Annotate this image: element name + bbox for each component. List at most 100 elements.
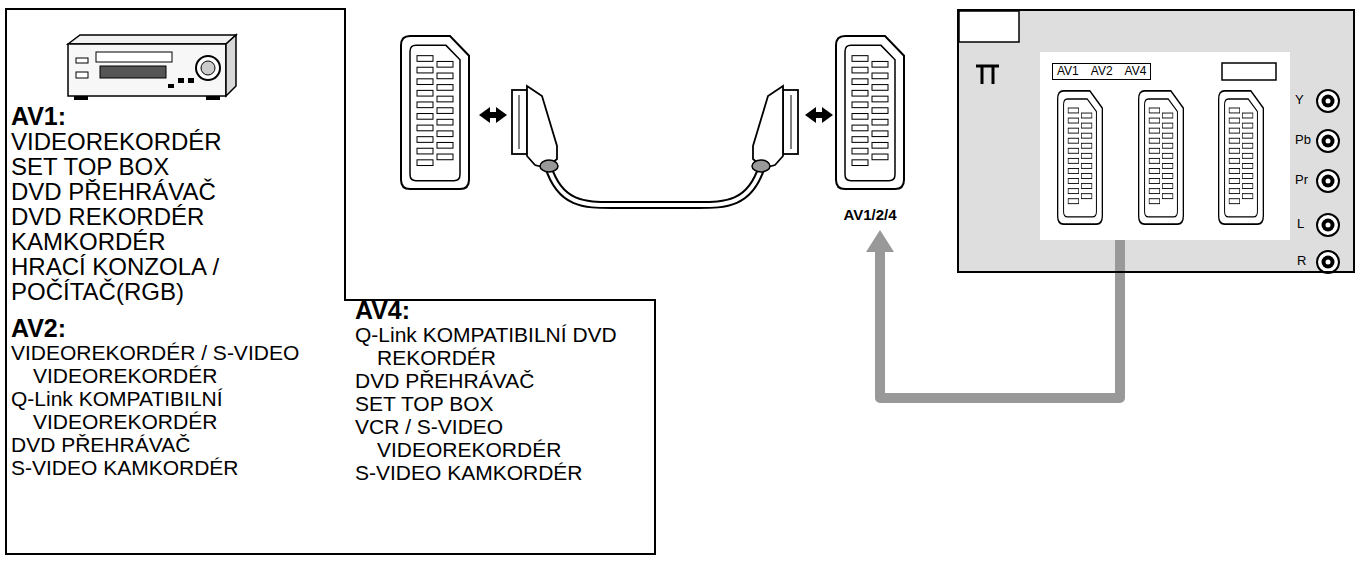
device-name: SET TOP BOX xyxy=(355,392,647,415)
scart-plug xyxy=(512,86,558,172)
device-group: AV4:Q-Link KOMPATIBILNÍ DVD REKORDÉRDVD … xyxy=(355,298,647,484)
scart-socket xyxy=(1219,91,1264,224)
rca-jack xyxy=(1317,130,1339,152)
scart-plug xyxy=(791,95,792,149)
signal-arrow xyxy=(880,240,1120,398)
dvd-recorder xyxy=(96,52,172,62)
tv-panel xyxy=(976,66,999,84)
dvd-recorder xyxy=(206,96,220,100)
input-heading: AV2: xyxy=(11,316,336,341)
input-heading: AV4: xyxy=(355,298,647,323)
input-label: AV2 xyxy=(1091,64,1113,79)
rca-jack xyxy=(1326,179,1331,184)
input-heading: AV1: xyxy=(11,104,336,129)
dvd-recorder xyxy=(76,58,88,63)
rca-jack xyxy=(1317,90,1339,112)
rca-jack xyxy=(1326,99,1331,104)
dvd-recorder xyxy=(76,72,88,78)
rca-jack xyxy=(1322,135,1335,148)
jack-label: L xyxy=(1297,216,1304,231)
device-name: VCR / S-VIDEO VIDEOREKORDÉR xyxy=(355,415,647,461)
tv-back-panel: AV1 AV2 AV4Y PbPrL R xyxy=(957,9,1355,273)
device-group: AV1:VIDEOREKORDÉRSET TOP BOXDVD PŘEHRÁVA… xyxy=(11,104,336,304)
device-name: HRACÍ KONZOLA / POČÍTAČ(RGB) xyxy=(11,254,336,304)
device-name: KAMKORDÉR xyxy=(11,229,336,254)
scart-plug xyxy=(519,95,520,149)
device-name: Q-Link KOMPATIBILNÍ VIDEOREKORDÉR xyxy=(11,387,336,433)
rca-jack xyxy=(1317,214,1339,236)
device-name: DVD PŘEHRÁVAČ xyxy=(11,433,336,456)
dvd-recorder xyxy=(226,35,236,96)
scart-cable xyxy=(548,166,762,205)
rca-jack xyxy=(1322,219,1335,232)
tv-panel xyxy=(1040,52,1290,240)
scart-socket xyxy=(401,36,469,189)
rca-jack xyxy=(1317,90,1339,112)
dvd-recorder xyxy=(196,56,220,80)
device-name: SET TOP BOX xyxy=(11,154,336,179)
device-name: S-VIDEO KAMKORDÉR xyxy=(11,456,336,479)
dvd-recorder xyxy=(68,44,226,96)
tv-panel xyxy=(957,9,1355,273)
scart-input-area: AV1 AV2 AV4 xyxy=(1040,52,1290,240)
scart-plug xyxy=(752,160,770,172)
device-name: VIDEOREKORDÉR / S-VIDEO VIDEOREKORDÉR xyxy=(11,341,336,387)
scart-socket xyxy=(1058,91,1103,224)
scart-plug xyxy=(512,90,527,154)
double-arrow xyxy=(805,107,833,123)
rca-jack xyxy=(1317,90,1339,273)
input-label: AV1 xyxy=(1057,64,1079,79)
dvd-recorder xyxy=(74,96,88,100)
scart-cable xyxy=(548,166,762,205)
rca-jack xyxy=(1317,170,1339,192)
device-group: AV2:VIDEOREKORDÉR / S-VIDEO VIDEOREKORDÉ… xyxy=(11,316,336,479)
double-arrow xyxy=(479,107,507,123)
scart-plug xyxy=(753,86,783,168)
rca-jack xyxy=(1326,139,1331,144)
jack-label: Y xyxy=(1295,92,1304,107)
scart-plug xyxy=(527,86,557,168)
list-outline xyxy=(6,9,655,554)
scart-plug xyxy=(540,160,558,172)
tv-panel xyxy=(959,11,1019,42)
device-name: DVD PŘEHRÁVAČ xyxy=(355,369,647,392)
device-name: S-VIDEO KAMKORDÉR xyxy=(355,461,647,484)
scart-socket xyxy=(1139,91,1184,224)
rca-jack xyxy=(1317,214,1339,236)
rca-jack xyxy=(1317,170,1339,192)
dvd-recorder xyxy=(100,66,166,78)
scart-plug xyxy=(783,90,798,154)
tv-panel xyxy=(957,9,1355,273)
rca-jack xyxy=(1326,260,1331,265)
dvd-recorder xyxy=(68,35,236,44)
jack-label: Pr xyxy=(1295,172,1308,187)
dvd-recorder xyxy=(201,61,215,75)
scart-cable xyxy=(548,166,762,205)
device-name: Q-Link KOMPATIBILNÍ DVD REKORDÉR xyxy=(355,323,647,369)
device-name: DVD PŘEHRÁVAČ xyxy=(11,179,336,204)
jack-label: R xyxy=(1297,253,1306,268)
label-frame: AV1 AV2 AV4 xyxy=(1052,63,1151,80)
rca-jack xyxy=(1317,130,1339,152)
scart-plug xyxy=(752,86,798,172)
dvd-recorder xyxy=(168,84,174,88)
input-label: AV4 xyxy=(1125,64,1147,79)
scart-socket-node: AV1/2/4 xyxy=(826,30,914,224)
device-name: VIDEOREKORDÉR xyxy=(11,129,336,154)
device-list-box: AV1:VIDEOREKORDÉRSET TOP BOXDVD PŘEHRÁVA… xyxy=(5,8,657,556)
rca-jack xyxy=(1317,251,1339,273)
rca-jack xyxy=(1322,95,1335,108)
rca-jack xyxy=(1322,175,1335,188)
rca-jack xyxy=(1322,256,1335,269)
device-name: DVD REKORDÉR xyxy=(11,204,336,229)
scart-socket xyxy=(836,36,904,189)
input-label: AV1/2/4 xyxy=(826,206,914,224)
jack-label: Pb xyxy=(1295,132,1311,147)
rca-jack xyxy=(1317,251,1339,273)
dvd-recorder xyxy=(188,78,194,83)
rca-jack xyxy=(1326,223,1331,228)
dvd-recorder xyxy=(178,78,184,83)
